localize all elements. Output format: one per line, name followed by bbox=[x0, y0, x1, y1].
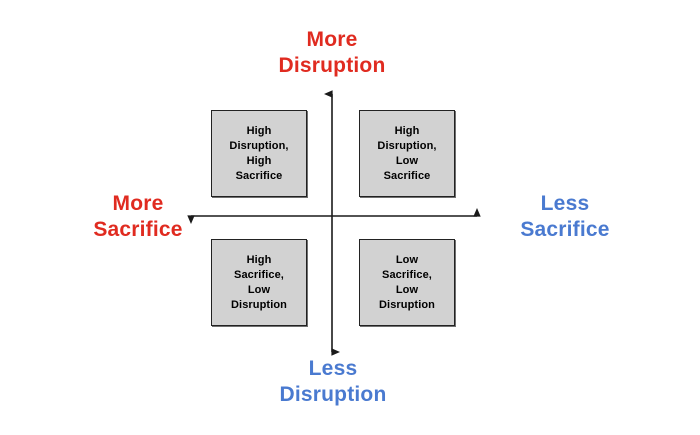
quadrant-box-top-left: High Disruption, High Sacrifice bbox=[211, 110, 307, 197]
axis-label-less-disruption: Less Disruption bbox=[279, 357, 387, 406]
quadrant-box-bottom-left: High Sacrifice, Low Disruption bbox=[211, 239, 307, 326]
quadrant-label-bottom-right: Low Sacrifice, Low Disruption bbox=[379, 253, 435, 311]
quadrant-label-bottom-left: High Sacrifice, Low Disruption bbox=[231, 253, 287, 311]
axis-label-more-sacrifice: More Sacrifice bbox=[93, 192, 183, 241]
quadrant-label-top-right: High Disruption, Low Sacrifice bbox=[377, 124, 437, 182]
axis-label-less-sacrifice: Less Sacrifice bbox=[520, 192, 610, 241]
quadrant-label-top-left: High Disruption, High Sacrifice bbox=[229, 124, 289, 182]
quadrant-box-top-right: High Disruption, Low Sacrifice bbox=[359, 110, 455, 197]
quadrant-box-bottom-right: Low Sacrifice, Low Disruption bbox=[359, 239, 455, 326]
axis-label-more-disruption: More Disruption bbox=[278, 28, 386, 77]
